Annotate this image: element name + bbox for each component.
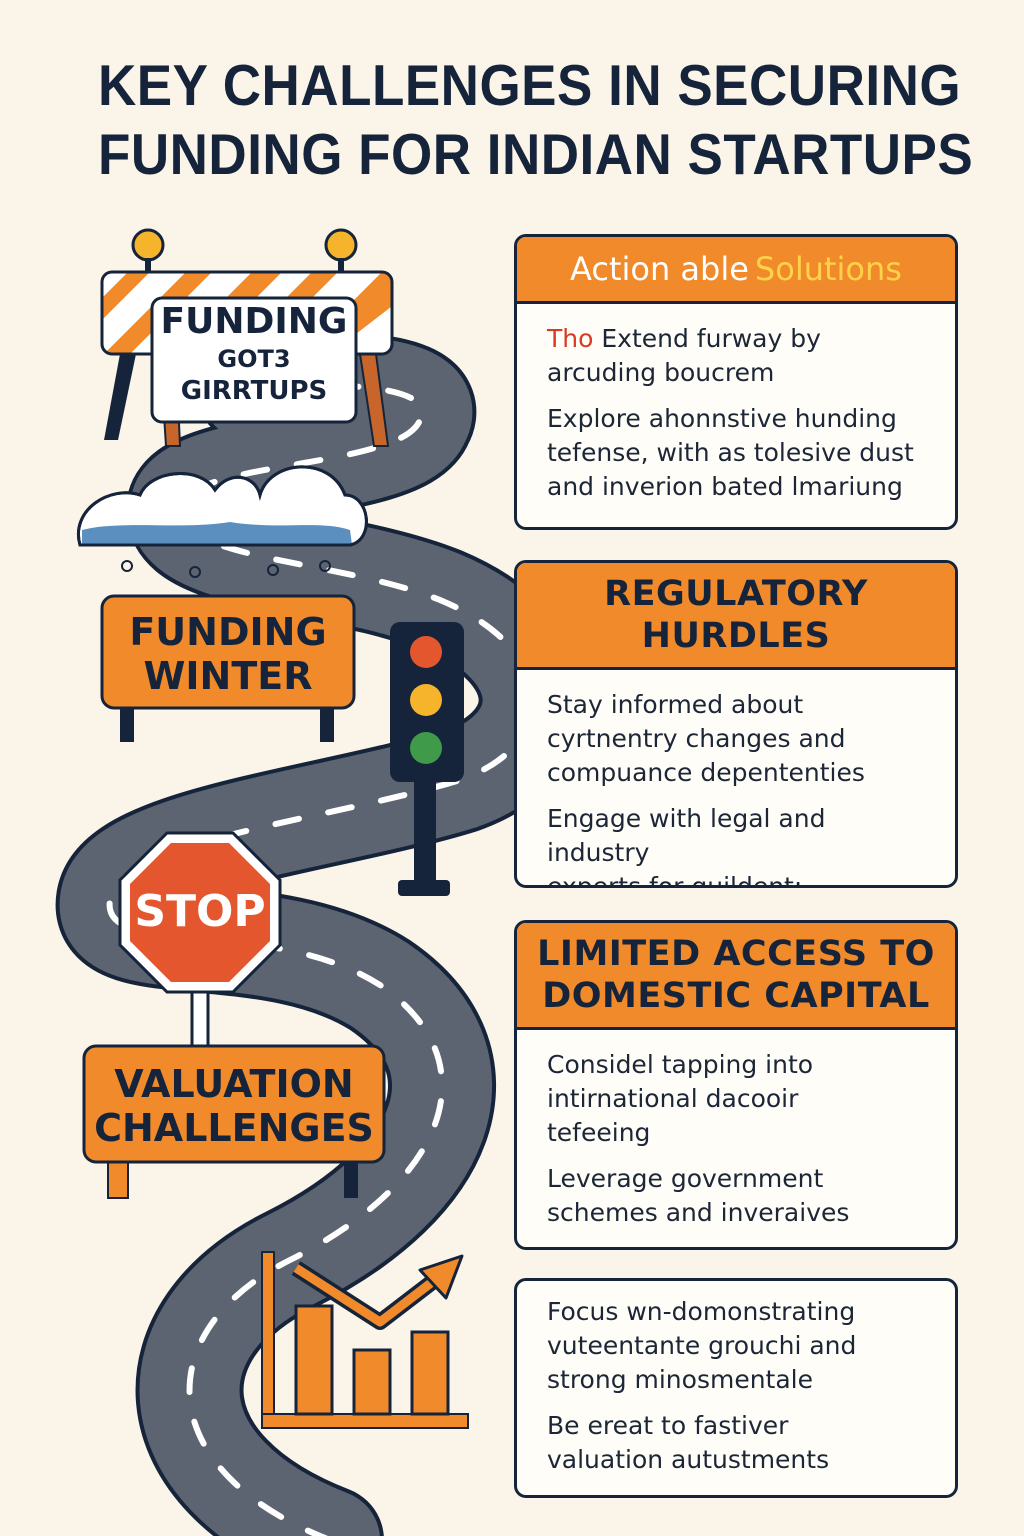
- solutions-p2-line-3: and inverion bated lmariung: [547, 472, 903, 501]
- road-icon: [55, 331, 587, 1536]
- regulatory-p1-line-3: compuance depententies: [547, 758, 865, 787]
- domestic-paragraph-2: Leverage government schemes and inveraiv…: [547, 1162, 933, 1230]
- valuation-paragraph-2: Be ereat to fastiver valuation autustmen…: [547, 1409, 933, 1477]
- traffic-light-icon: [390, 622, 464, 896]
- barrier-line-3: GIRRTUPS: [180, 376, 328, 406]
- domestic-capital-card-body: Considel tapping into intirnational daco…: [517, 1030, 955, 1230]
- regulatory-card: REGULATORY HURDLES Stay informed about c…: [514, 560, 958, 888]
- solutions-paragraph-2: Explore ahonnstive hunding tefense, with…: [547, 402, 933, 504]
- solutions-heading-b: Solutions: [754, 250, 902, 288]
- barrier-line-2: GOT3: [217, 345, 291, 373]
- domestic-p1-line-3: tefeeing: [547, 1118, 651, 1147]
- cloud-icon: [76, 465, 368, 578]
- domestic-p2-line-2: schemes and inveraives: [547, 1198, 850, 1227]
- title-line-1: KEY CHALLENGES IN SECURING: [98, 54, 962, 118]
- valuation-p1-line-1: Focus wn-domonstrating: [547, 1297, 856, 1326]
- domestic-heading-line-1: LIMITED ACCESS TO: [537, 934, 935, 974]
- page-title: KEY CHALLENGES IN SECURING FUNDING FOR I…: [98, 52, 978, 190]
- barrier-line-1: FUNDING: [160, 301, 348, 342]
- growth-chart-icon: [261, 1251, 469, 1429]
- regulatory-card-body: Stay informed about cyrtnentry changes a…: [517, 670, 955, 888]
- valuation-line-2: CHALLENGES: [94, 1106, 374, 1150]
- stop-sign-label: STOP: [134, 886, 266, 937]
- solutions-p1-prefix: Tho: [547, 324, 594, 353]
- regulatory-heading-line-1: REGULATORY: [604, 574, 868, 614]
- valuation-sign: [82, 1044, 386, 1199]
- domestic-paragraph-1: Considel tapping into intirnational daco…: [547, 1048, 933, 1150]
- title-line-2: FUNDING FOR INDIAN STARTUPS: [98, 123, 974, 187]
- solutions-p2-line-1: Explore ahonnstive hunding: [547, 404, 897, 433]
- valuation-card-body: Focus wn-domonstrating vuteentante grouc…: [517, 1281, 955, 1477]
- regulatory-heading-line-2: HURDLES: [641, 616, 831, 656]
- regulatory-p2-line-1: Engage with legal and industry: [547, 804, 826, 867]
- valuation-p2-line-1: Be ereat to fastiver: [547, 1411, 789, 1440]
- barrier-sign-text: FUNDING GOT3 GIRRTUPS: [152, 300, 356, 408]
- valuation-card: Focus wn-domonstrating vuteentante grouc…: [514, 1278, 958, 1498]
- valuation-sign-text: VALUATION CHALLENGES: [84, 1062, 384, 1150]
- domestic-p2-line-1: Leverage government: [547, 1164, 824, 1193]
- domestic-capital-card: LIMITED ACCESS TO DOMESTIC CAPITAL Consi…: [514, 920, 958, 1250]
- regulatory-card-header: REGULATORY HURDLES: [517, 563, 955, 670]
- funding-winter-text: FUNDING WINTER: [102, 610, 354, 698]
- solutions-p1-line-2: arcuding boucrem: [547, 358, 775, 387]
- regulatory-p1-line-2: cyrtnentry changes and: [547, 724, 846, 753]
- stop-sign-icon: [118, 831, 282, 1054]
- valuation-p1-line-2: vuteentante grouchi and: [547, 1331, 857, 1360]
- domestic-heading-line-2: DOMESTIC CAPITAL: [542, 976, 930, 1016]
- solutions-heading-a: Action able: [570, 250, 749, 288]
- solutions-paragraph-1: Tho Extend furway by arcuding boucrem: [547, 322, 933, 390]
- barrier-icon: [100, 228, 394, 447]
- regulatory-p1-line-1: Stay informed about: [547, 690, 804, 719]
- valuation-p2-line-2: valuation autustments: [547, 1445, 830, 1474]
- funding-winter-line-2: WINTER: [143, 654, 313, 698]
- solutions-p2-line-2: tefense, with as tolesive dust: [547, 438, 914, 467]
- domestic-p1-line-1: Considel tapping into: [547, 1050, 814, 1079]
- valuation-p1-line-3: strong minosmentale: [547, 1365, 814, 1394]
- domestic-capital-card-header: LIMITED ACCESS TO DOMESTIC CAPITAL: [517, 923, 955, 1030]
- regulatory-paragraph-1: Stay informed about cyrtnentry changes a…: [547, 688, 933, 790]
- valuation-paragraph-1: Focus wn-domonstrating vuteentante grouc…: [547, 1295, 933, 1397]
- regulatory-p2-line-2: experts for guildent:: [547, 872, 803, 888]
- solutions-card-body: Tho Extend furway by arcuding boucrem Ex…: [517, 304, 955, 504]
- funding-winter-line-1: FUNDING: [129, 610, 327, 654]
- domestic-p1-line-2: intirnational dacooir: [547, 1084, 799, 1113]
- regulatory-paragraph-2: Engage with legal and industry experts f…: [547, 802, 933, 888]
- solutions-p1-line-1: Extend furway by: [593, 324, 821, 353]
- funding-winter-sign: [100, 594, 356, 742]
- valuation-line-1: VALUATION: [114, 1062, 354, 1106]
